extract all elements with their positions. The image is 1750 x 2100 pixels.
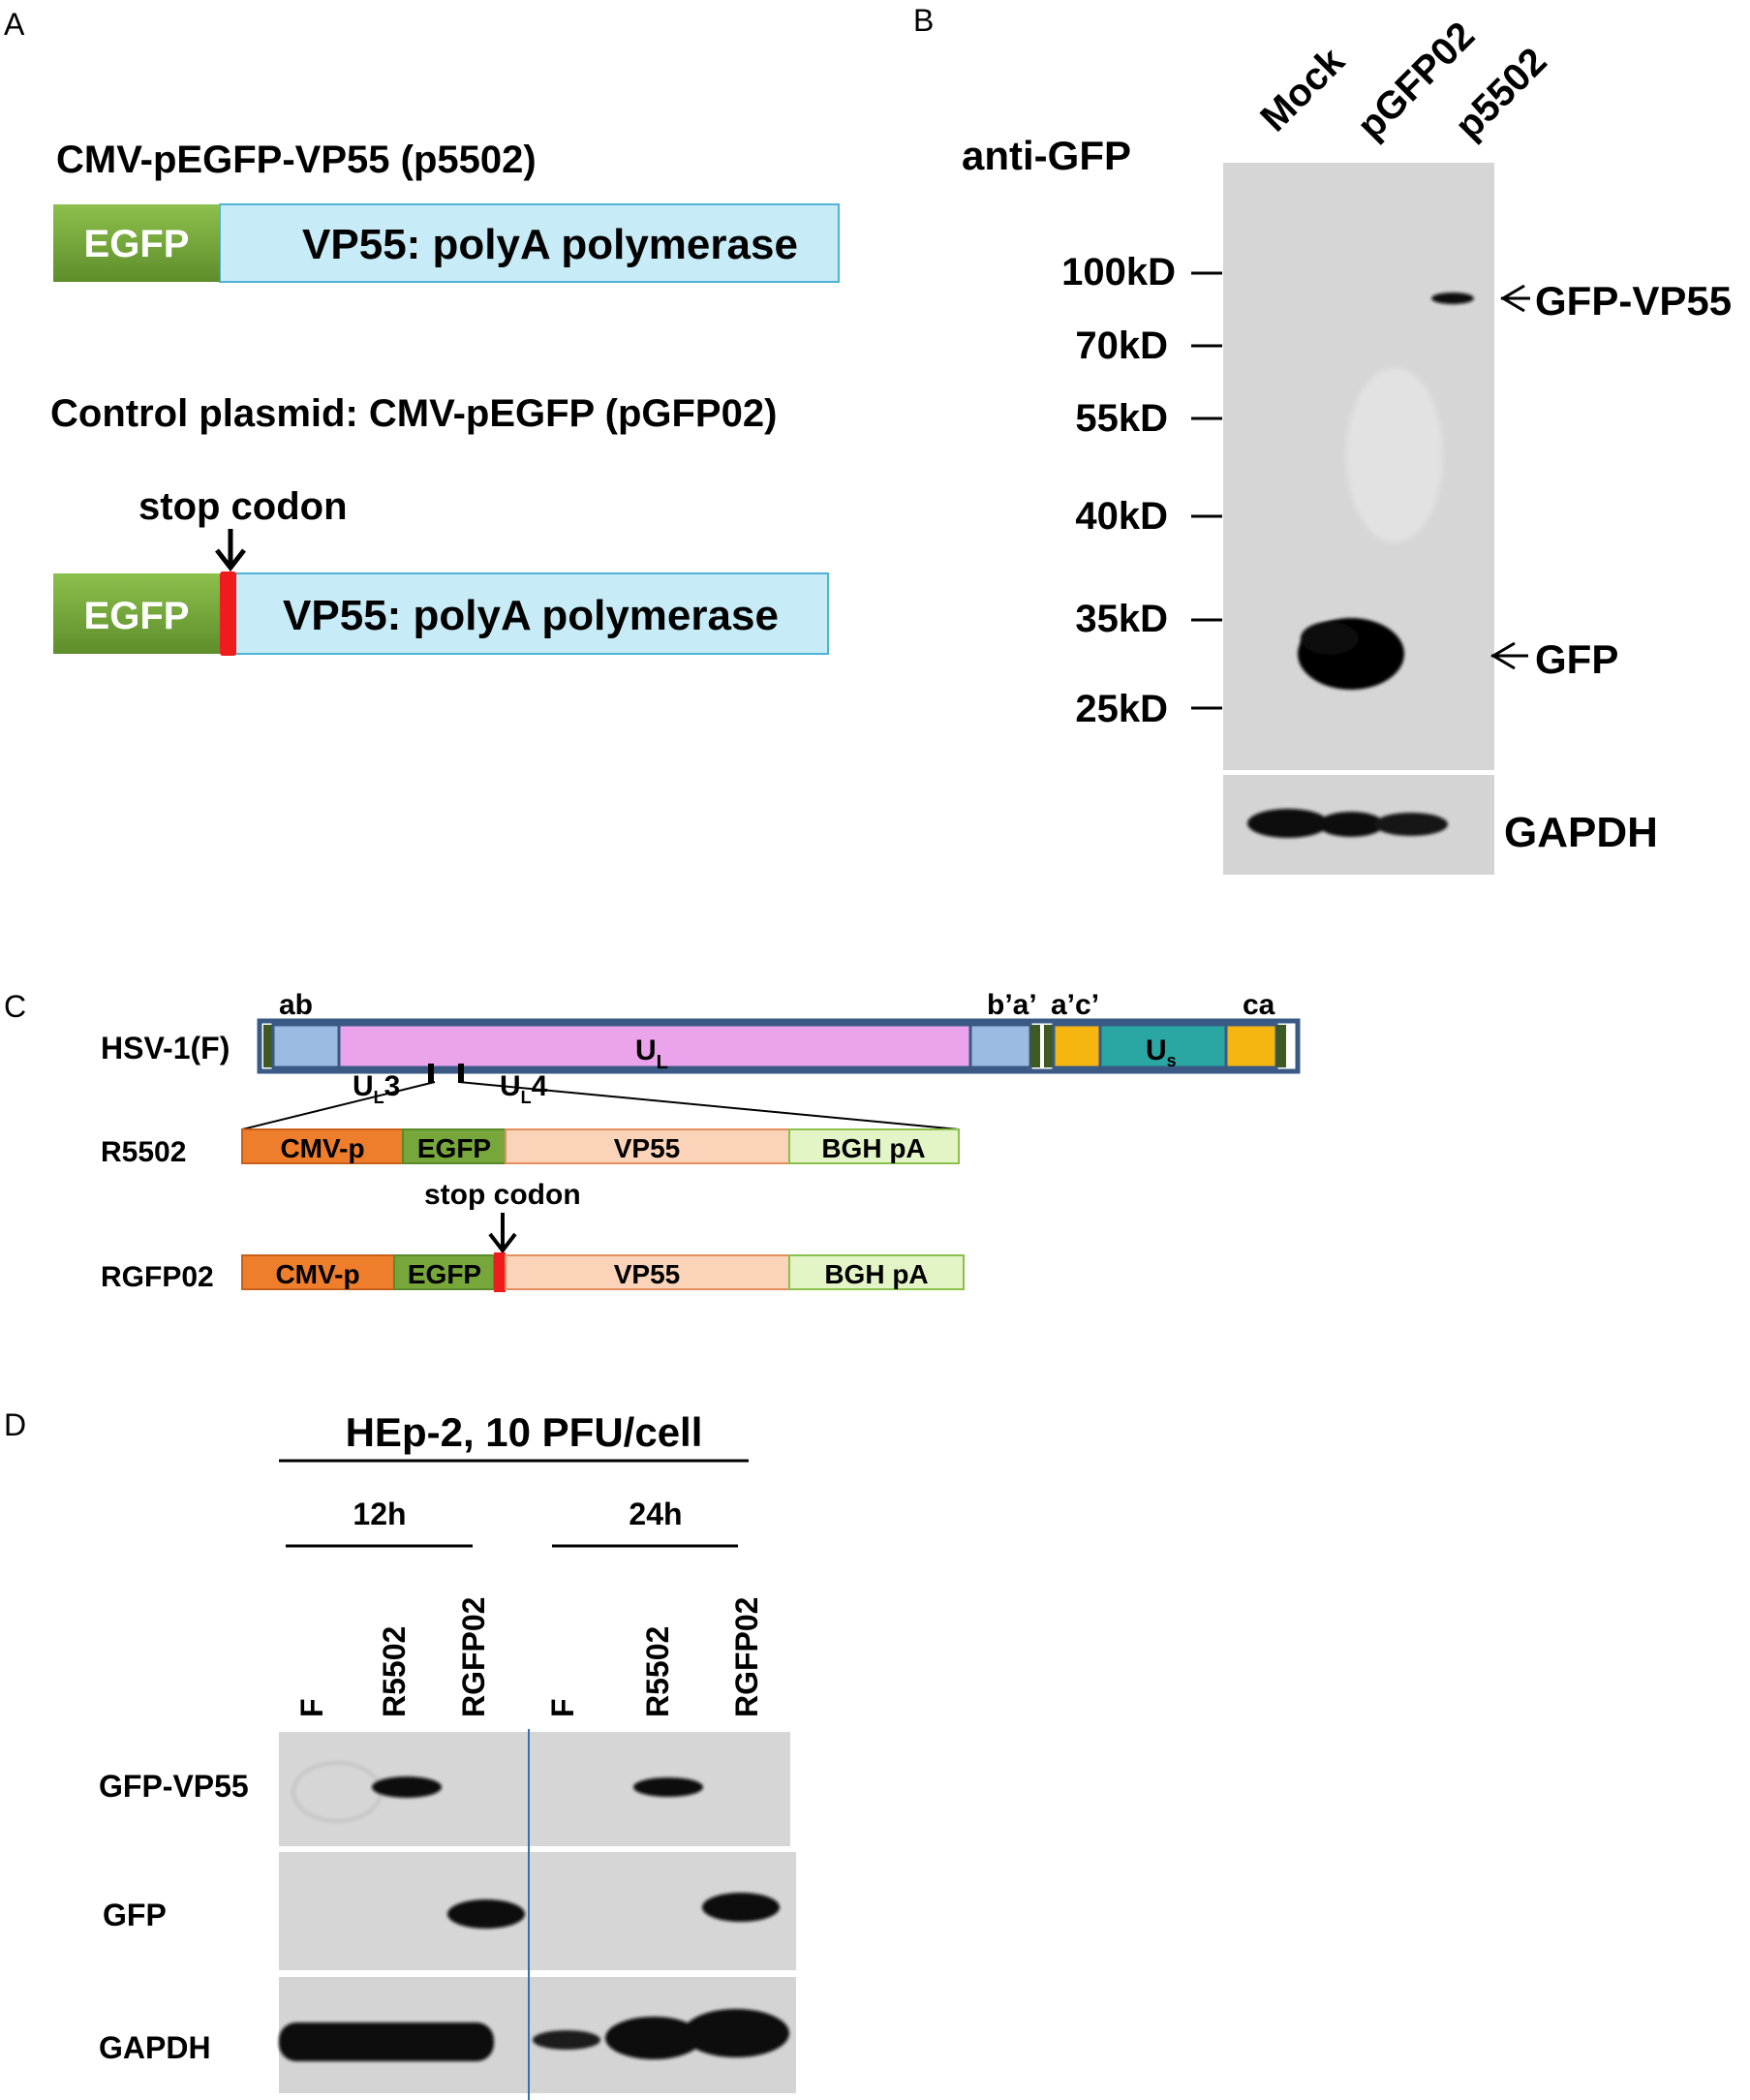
stop-codon-marker-c: [494, 1252, 506, 1292]
region-label-ba: b’a’: [987, 989, 1037, 1021]
us-region: [1098, 1023, 1228, 1069]
arrow-down-icon: [488, 1213, 517, 1254]
vp55-label-1: VP55: polyA polymerase: [302, 221, 798, 268]
egfp-box-2: [53, 573, 220, 654]
region-label-ab: ab: [279, 989, 313, 1021]
lane-label-rgfp02-24h: RGFP02: [729, 1597, 764, 1717]
lane-label-f-12h: F: [294, 1698, 329, 1717]
lane-label-r5502-12h: R5502: [377, 1626, 412, 1717]
arrow-left-icon: [1490, 641, 1528, 670]
part-bgh-2: BGH pA: [824, 1259, 928, 1289]
gapdh-bands-d: [279, 2009, 789, 2061]
panel-c: C HSV-1(F) ab b’a’ a’c’ ca UL Us UL3 UL4: [4, 989, 1301, 1293]
vp55-label-2: VP55: polyA polymerase: [283, 592, 779, 639]
panel-a: A CMV-pEGFP-VP55 (p5502) EGFP VP55: poly…: [4, 7, 840, 656]
construct-rgfp02: [241, 1252, 965, 1292]
band-gfp-vp55: [1431, 293, 1474, 304]
ul4-marker: [458, 1064, 464, 1083]
panel-b: B anti-GFP Mock pGFP02 p5502 100kD 70kD …: [913, 3, 1732, 875]
part-egfp-2: EGFP: [408, 1259, 481, 1289]
antibody-label: anti-GFP: [962, 133, 1131, 178]
row-label-gfp: GFP: [103, 1898, 167, 1932]
part-vp55-1: VP55: [614, 1133, 681, 1163]
part-bgh-1: BGH pA: [821, 1133, 925, 1163]
panel-d-header: HEp-2, 10 PFU/cell: [346, 1409, 703, 1455]
egfp-label-2: EGFP: [84, 595, 190, 637]
band-d-gfp-12h: [447, 1899, 525, 1929]
panel-d: D HEp-2, 10 PFU/cell 12h 24h F R5502 RGF…: [4, 1407, 796, 2100]
marker-ladder: 100kD 70kD 55kD 40kD 35kD 25kD: [1061, 251, 1222, 730]
arrow-down-icon: [215, 529, 246, 572]
gapdh-label-b: GAPDH: [1504, 809, 1658, 856]
marker-35kd: 35kD: [1075, 598, 1168, 640]
construct2-title: Control plasmid: CMV-pEGFP (pGFP02): [50, 392, 777, 435]
stop-codon-marker-a: [220, 571, 236, 656]
region-label-ac: a’c’: [1051, 989, 1099, 1021]
marker-55kd: 55kD: [1075, 397, 1168, 440]
blot-gfp-vp55: [279, 1732, 790, 1846]
band-label-gfp: GFP: [1535, 636, 1618, 682]
genome-label: HSV-1(F): [101, 1031, 230, 1065]
region-label-ca: ca: [1243, 989, 1275, 1021]
construct-label-r5502: R5502: [101, 1136, 186, 1168]
lane-label-f-24h: F: [545, 1698, 580, 1717]
ul3-label: UL3: [353, 1070, 400, 1107]
ul3-marker: [428, 1064, 434, 1083]
band-gfp: [1298, 618, 1404, 690]
lane-label-mock: Mock: [1252, 39, 1353, 139]
band-d-gfp-24h: [702, 1893, 780, 1922]
marker-40kd: 40kD: [1075, 495, 1168, 538]
marker-25kd: 25kD: [1075, 688, 1168, 730]
us-label: Us: [1146, 1035, 1177, 1070]
band-d-gfp-vp55-12h: [372, 1776, 442, 1798]
part-egfp-1: EGFP: [417, 1133, 491, 1163]
ul-region: [337, 1023, 972, 1069]
egfp-label-1: EGFP: [84, 223, 190, 265]
panel-d-letter: D: [4, 1407, 26, 1442]
vp55-box-1: [219, 203, 840, 283]
construct1-title: CMV-pEGFP-VP55 (p5502): [56, 139, 537, 181]
ul-label: UL: [635, 1035, 668, 1073]
row-label-gfp-vp55: GFP-VP55: [99, 1769, 249, 1804]
lane-label-rgfp02-12h: RGFP02: [456, 1597, 491, 1717]
part-cmv-1: CMV-p: [280, 1133, 364, 1163]
lane-label-r5502-24h: R5502: [640, 1626, 675, 1717]
gapdh-bands: [1247, 809, 1448, 838]
part-cmv-2: CMV-p: [275, 1259, 359, 1289]
arrow-left-icon: [1500, 284, 1530, 313]
construct-label-rgfp02: RGFP02: [101, 1261, 214, 1293]
panel-b-letter: B: [913, 3, 934, 38]
time-label-24h: 24h: [629, 1497, 682, 1531]
panel-a-letter: A: [4, 7, 25, 42]
genome-map: [257, 1018, 1301, 1074]
row-label-gapdh: GAPDH: [99, 2030, 211, 2065]
marker-100kd: 100kD: [1061, 251, 1176, 293]
panel-c-letter: C: [4, 989, 26, 1024]
stop-codon-label-c: stop codon: [424, 1179, 581, 1211]
egfp-box-1: [53, 204, 220, 282]
band-label-gfp-vp55: GFP-VP55: [1535, 278, 1732, 324]
band-d-gfp-vp55-24h: [633, 1777, 703, 1797]
time-label-12h: 12h: [353, 1497, 406, 1531]
part-vp55-2: VP55: [614, 1259, 681, 1289]
vp55-box-2: [222, 572, 829, 655]
marker-70kd: 70kD: [1075, 324, 1168, 367]
stop-codon-label-a: stop codon: [138, 485, 348, 528]
construct-r5502: [241, 1128, 960, 1164]
